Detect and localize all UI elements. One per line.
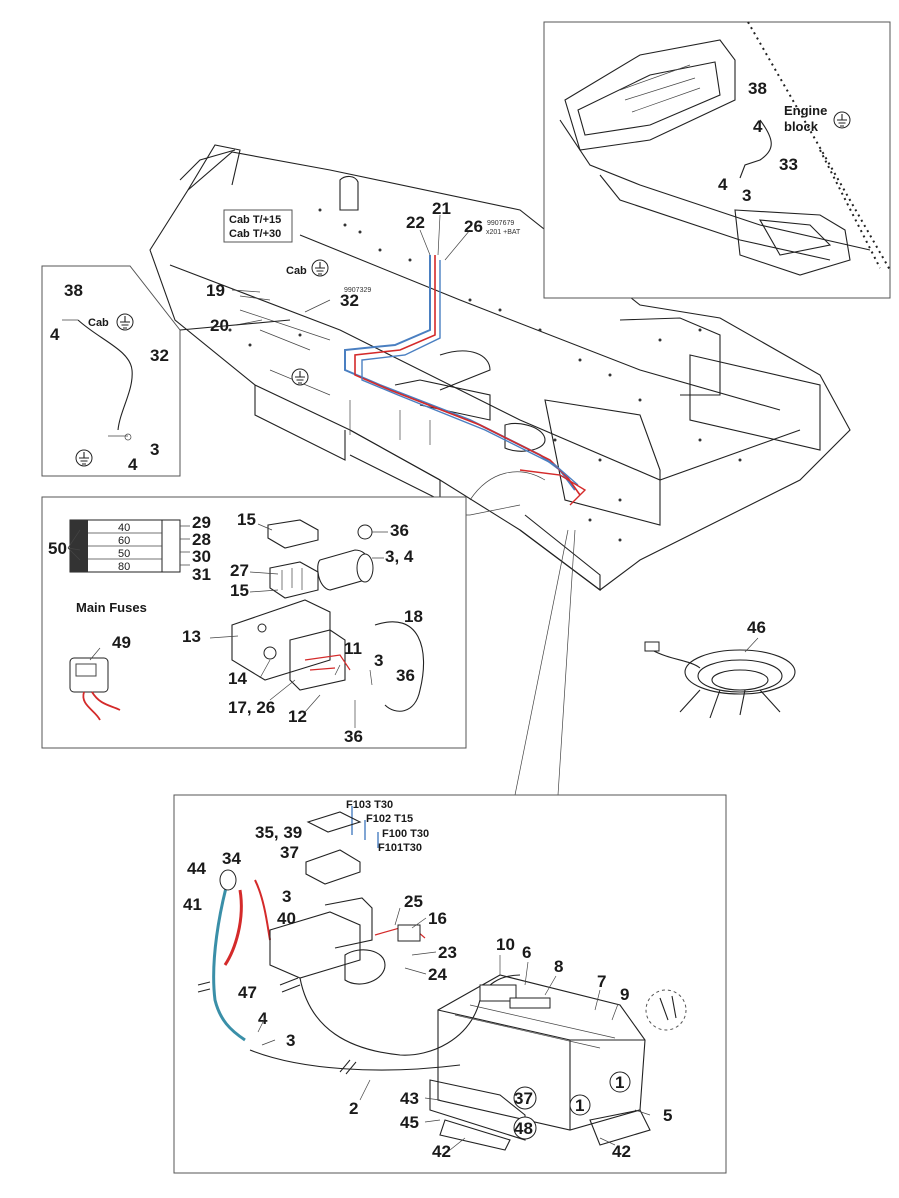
fuse-tag-f103: F103 T30 (346, 799, 393, 811)
label-36b: 36 (396, 666, 415, 685)
cable-46: 46 (644, 618, 796, 719)
label-18: 18 (404, 607, 423, 626)
label-49: 49 (112, 633, 131, 652)
gc-label-4a: 4 (50, 325, 60, 344)
label-46: 46 (747, 618, 766, 637)
label-15a: 15 (237, 510, 256, 529)
label-48: 48 (514, 1119, 533, 1138)
fuse-block-icon (69, 519, 181, 573)
label-20: 20 (210, 316, 229, 335)
gc-label-3: 3 (150, 440, 159, 459)
label-10: 10 (496, 935, 515, 954)
label-50: 50 (48, 539, 67, 558)
label-21: 21 (432, 199, 451, 218)
label-36a: 36 (390, 521, 409, 540)
cab-t15-label: Cab T/+15 (229, 214, 281, 226)
label-8: 8 (554, 957, 563, 976)
label-6: 6 (522, 943, 531, 962)
label-25: 25 (404, 892, 423, 911)
label-29: 29 (192, 513, 211, 532)
label-27: 27 (230, 561, 249, 580)
fuse-value-60: 60 (118, 535, 130, 547)
label-47: 47 (238, 983, 257, 1002)
label-11: 11 (344, 639, 362, 658)
fuse-value-50: 50 (118, 548, 130, 560)
ground-symbol-icon (116, 313, 134, 331)
label-2: 2 (349, 1099, 358, 1118)
gc-label-4b: 4 (128, 455, 138, 474)
label-26: 26 (464, 217, 483, 236)
fuse-value-40: 40 (118, 522, 130, 534)
tag-x201-bat: x201 +BAT (486, 229, 521, 236)
label-37a: 37 (280, 843, 299, 862)
engine-block-panel: 38 4 Engine block 33 4 3 (543, 21, 891, 299)
eb-label-4a: 4 (753, 117, 763, 136)
label-42b: 42 (612, 1142, 631, 1161)
label-22: 22 (406, 213, 425, 232)
label-7: 7 (597, 972, 606, 991)
fuse-value-80: 80 (118, 561, 130, 573)
label-45: 45 (400, 1113, 419, 1132)
label-1b: 1 (575, 1096, 584, 1115)
main-fuses-panel: 40 60 50 80 29 28 30 31 50 Main Fuses 49… (41, 496, 521, 749)
fuse-tag-f102: F102 T15 (366, 813, 413, 825)
ground-symbol-icon (833, 111, 851, 129)
main-fuses-title: Main Fuses (76, 600, 147, 615)
label-24: 24 (428, 965, 447, 984)
label-34: 34 (222, 849, 241, 868)
ground-symbol-icon (75, 449, 93, 467)
fuse-tag-f100: F100 T30 (382, 828, 429, 840)
label-35-39: 35, 39 (255, 823, 302, 842)
label-17-26: 17, 26 (228, 698, 275, 717)
eb-label-4b: 4 (718, 175, 728, 194)
tag-9907679: 9907679 (487, 220, 514, 227)
label-15b: 15 (230, 581, 249, 600)
cab-label: Cab (286, 265, 307, 277)
label-1a: 1 (615, 1073, 624, 1092)
eb-block-label: block (784, 119, 819, 134)
label-4: 4 (258, 1009, 268, 1028)
ground-cab-panel: 38 4 Cab 32 3 4 (41, 265, 291, 477)
label-14: 14 (228, 669, 247, 688)
label-16: 16 (428, 909, 447, 928)
eb-label-33: 33 (779, 155, 798, 174)
label-43: 43 (400, 1089, 419, 1108)
label-41: 41 (183, 895, 202, 914)
battery-icon (437, 974, 646, 1131)
chassis-drawing: Cab T/+15 Cab T/+30 Cab 9907679 x201 +BA… (149, 144, 851, 592)
tag-9907329: 9907329 (344, 287, 371, 294)
label-13: 13 (182, 627, 201, 646)
fuse-tag-f101: F101T30 (378, 842, 422, 854)
label-44: 44 (187, 859, 206, 878)
label-9: 9 (620, 985, 629, 1004)
label-28: 28 (192, 530, 211, 549)
label-36c: 36 (344, 727, 363, 746)
label-23: 23 (438, 943, 457, 962)
eb-label-38: 38 (748, 79, 767, 98)
cab-t30-label: Cab T/+30 (229, 228, 281, 240)
label-31: 31 (192, 565, 211, 584)
eb-label-3: 3 (742, 186, 751, 205)
label-42a: 42 (432, 1142, 451, 1161)
label-19: 19 (206, 281, 225, 300)
label-30: 30 (192, 547, 211, 566)
label-40: 40 (277, 909, 296, 928)
label-3: 3 (374, 651, 383, 670)
gc-cab-label: Cab (88, 317, 109, 329)
ground-symbol-icon (291, 368, 309, 386)
label-3-4: 3, 4 (385, 547, 414, 566)
label-5: 5 (663, 1106, 672, 1125)
label-37b: 37 (514, 1089, 533, 1108)
label-12: 12 (288, 707, 307, 726)
eb-engine-label: Engine (784, 103, 827, 118)
label-32: 32 (340, 291, 359, 310)
label-3b: 3 (286, 1031, 295, 1050)
gc-label-38: 38 (64, 281, 83, 300)
gc-label-32: 32 (150, 346, 169, 365)
label-3a: 3 (282, 887, 291, 906)
battery-panel: F103 T30 F102 T15 F100 T30 F101T30 (173, 794, 727, 1174)
ground-symbol-icon (311, 259, 329, 277)
